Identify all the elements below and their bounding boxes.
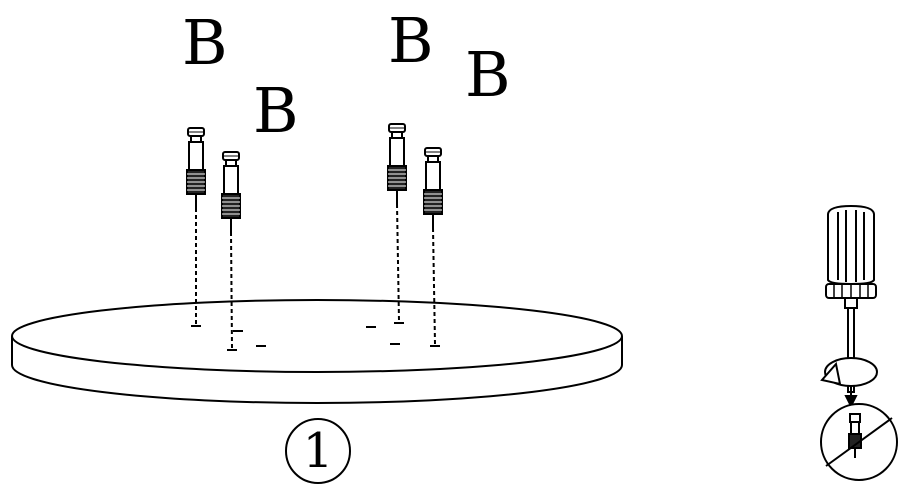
no-overtighten-icon [820, 403, 898, 481]
threaded-bolt-icon [186, 127, 206, 209]
screw-holes [191, 322, 440, 351]
threaded-bolt-icon [423, 147, 443, 229]
guide-lines [195, 203, 436, 349]
part-label-b: B [388, 4, 434, 77]
part-label-b: B [182, 6, 228, 79]
part-label-b: B [465, 38, 511, 111]
rotate-arrow-icon [820, 357, 878, 409]
screwdriver-icon [825, 204, 877, 393]
threaded-bolt-icon [387, 123, 407, 205]
threaded-bolt-icon [221, 151, 241, 233]
part-label-b: B [253, 74, 299, 147]
step-number: 1 [285, 418, 351, 484]
table-top-plate [11, 299, 623, 404]
